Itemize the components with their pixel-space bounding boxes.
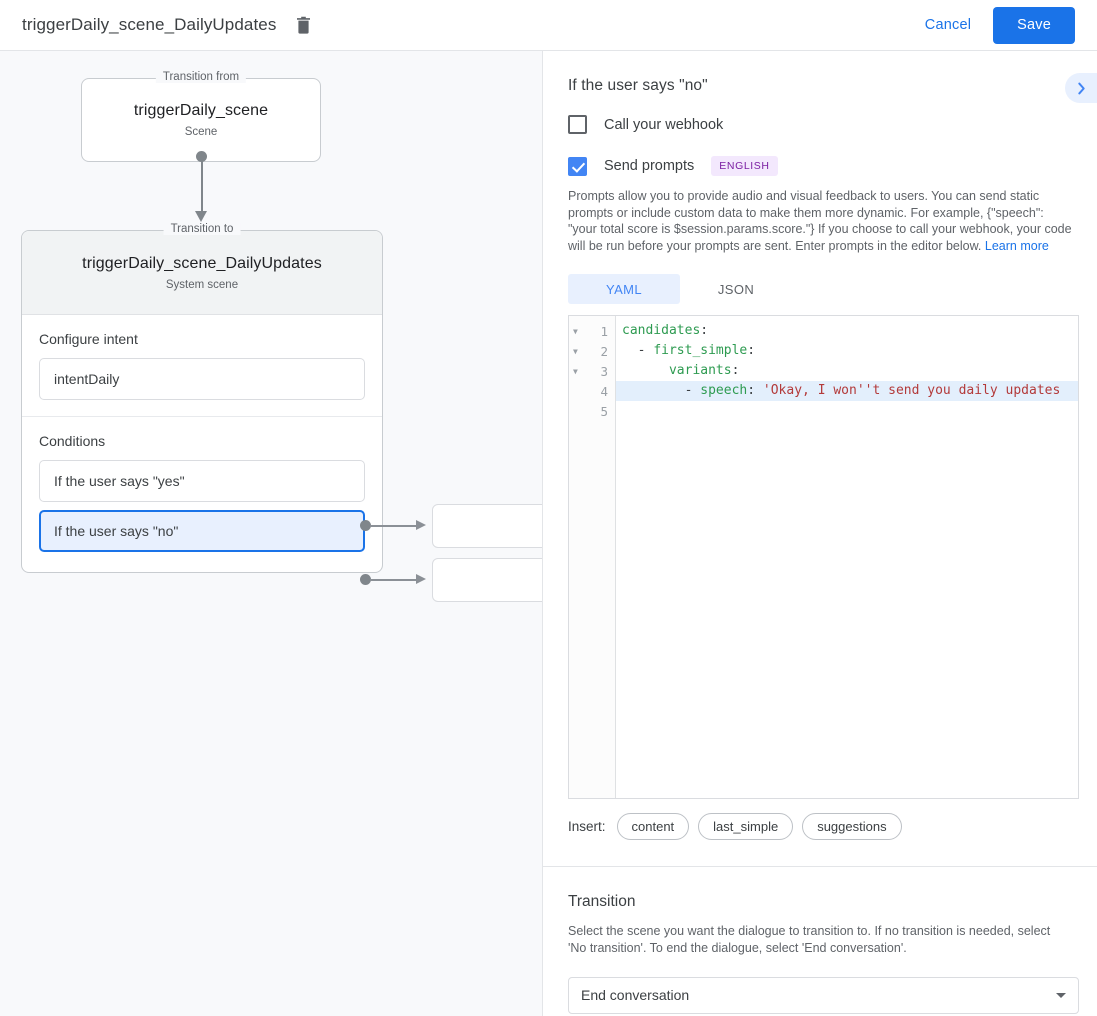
connector-line	[201, 157, 203, 215]
tab-json[interactable]: JSON	[717, 281, 755, 297]
send-prompts-checkbox[interactable]	[568, 156, 587, 176]
insert-label: Insert:	[568, 819, 606, 835]
editor-gutter-row: 5	[569, 401, 615, 421]
transition-to-header: triggerDaily_scene_DailyUpdates System s…	[22, 231, 382, 315]
condition-no-target-node[interactable]	[432, 558, 542, 602]
editor-code-line[interactable]: variants:	[616, 361, 1078, 381]
condition-item-yes[interactable]: If the user says "yes"	[39, 460, 365, 502]
transition-from-title: triggerDaily_scene	[133, 102, 269, 119]
panel-title: If the user says "no"	[568, 77, 708, 94]
code-token: :	[731, 363, 740, 379]
transition-select-value: End conversation	[581, 987, 690, 1004]
condition-no-edge-dot	[360, 574, 371, 585]
transition-from-subtitle: Scene	[184, 126, 218, 138]
code-fold-icon[interactable]: ▼	[573, 346, 578, 356]
conditions-section: Conditions If the user says "yes" If the…	[22, 416, 382, 568]
condition-yes-edge-arrow	[416, 520, 426, 530]
code-token: variants	[668, 363, 732, 379]
line-number: 5	[600, 403, 608, 419]
code-token: first_simple	[653, 343, 748, 359]
condition-no-edge-arrow	[416, 574, 426, 584]
flow-canvas[interactable]: Transition from triggerDaily_scene Scene…	[0, 51, 542, 1016]
code-token: :	[747, 383, 763, 399]
transition-title: Transition	[568, 893, 636, 911]
language-badge: ENGLISH	[711, 156, 778, 176]
code-token: :	[747, 343, 756, 359]
call-webhook-checkbox[interactable]	[568, 115, 587, 134]
configure-intent-label: Configure intent	[39, 331, 138, 347]
line-number: 3	[600, 363, 608, 379]
connector-arrowhead	[195, 211, 207, 222]
editor-gutter-row: ▼1	[569, 321, 615, 341]
send-prompts-label: Send prompts	[604, 158, 695, 174]
code-fold-icon[interactable]: ▼	[573, 366, 578, 376]
learn-more-link[interactable]: Learn more	[984, 238, 1049, 253]
save-button[interactable]: Save	[993, 6, 1075, 44]
code-token: -	[622, 343, 654, 359]
insert-chip-last-simple[interactable]: last_simple	[698, 813, 794, 841]
editor-gutter-row: ▼3	[569, 361, 615, 381]
editor-code-line[interactable]: - first_simple:	[616, 341, 1078, 361]
code-fold-icon[interactable]: ▼	[573, 326, 578, 336]
trash-icon[interactable]	[290, 12, 316, 38]
editor-code-line[interactable]: - speech: 'Okay, I won''t send you daily…	[616, 381, 1078, 402]
line-number: 2	[600, 343, 608, 359]
cancel-button[interactable]: Cancel	[911, 9, 985, 41]
chevron-down-icon	[1056, 992, 1066, 998]
chevron-right-icon[interactable]	[1065, 73, 1097, 103]
send-prompts-row[interactable]: Send prompts ENGLISH	[568, 156, 1097, 176]
condition-yes-target-node[interactable]	[432, 504, 542, 548]
code-token: 'Okay, I won''t send you daily updates	[762, 383, 1061, 399]
insert-chip-suggestions[interactable]: suggestions	[802, 813, 902, 841]
code-token: candidates	[622, 323, 701, 339]
section-divider	[543, 866, 1097, 868]
transition-select[interactable]: End conversation	[568, 976, 1079, 1014]
detail-panel: If the user says "no" Call your webhook …	[542, 51, 1097, 1016]
code-token	[622, 363, 669, 378]
format-tabs: YAML JSON	[568, 274, 1097, 305]
condition-yes-edge-dot	[360, 520, 371, 531]
transition-from-legend: Transition from	[155, 71, 247, 83]
conditions-label: Conditions	[39, 433, 106, 449]
transition-to-title: triggerDaily_scene_DailyUpdates	[82, 254, 322, 272]
editor-code-area[interactable]: candidates: - first_simple: variants: - …	[616, 316, 1078, 798]
code-token: :	[700, 323, 709, 339]
transition-description: Select the scene you want the dialogue t…	[568, 924, 1051, 955]
page-title: triggerDaily_scene_DailyUpdates	[22, 15, 277, 34]
top-app-bar: triggerDaily_scene_DailyUpdates Cancel S…	[0, 0, 1097, 51]
code-token: speech	[700, 383, 748, 399]
editor-gutter-row: 4	[569, 381, 615, 401]
transition-to-subtitle: System scene	[165, 278, 239, 291]
code-token: -	[622, 383, 701, 399]
line-number: 4	[600, 383, 608, 399]
transition-section: Transition Select the scene you want the…	[543, 867, 1097, 1014]
intent-value-field[interactable]: intentDaily	[39, 358, 365, 400]
condition-item-no[interactable]: If the user says "no"	[39, 510, 365, 552]
editor-gutter-row: ▼2	[569, 341, 615, 361]
panel-header: If the user says "no"	[543, 51, 1097, 103]
line-number: 1	[600, 323, 608, 339]
editor-code-line[interactable]: candidates:	[616, 321, 1078, 341]
insert-row: Insert: content last_simple suggestions	[568, 813, 1097, 841]
transition-to-legend: Transition to	[163, 223, 241, 235]
insert-chip-content[interactable]: content	[616, 813, 690, 841]
connector-dot	[196, 151, 207, 162]
condition-yes-edge-line	[370, 525, 420, 527]
call-webhook-row[interactable]: Call your webhook	[568, 115, 1097, 134]
transition-from-node[interactable]: Transition from triggerDaily_scene Scene	[81, 71, 321, 162]
editor-code-line[interactable]	[616, 401, 1078, 421]
prompts-description: Prompts allow you to provide audio and v…	[568, 188, 1072, 254]
prompts-description-text: Prompts allow you to provide audio and v…	[568, 189, 1072, 253]
tab-yaml[interactable]: YAML	[568, 274, 680, 305]
configure-intent-section: Configure intent intentDaily	[22, 315, 382, 416]
transition-to-node[interactable]: Transition to triggerDaily_scene_DailyUp…	[21, 223, 383, 573]
condition-no-edge-line	[370, 579, 420, 581]
call-webhook-label: Call your webhook	[604, 116, 724, 133]
